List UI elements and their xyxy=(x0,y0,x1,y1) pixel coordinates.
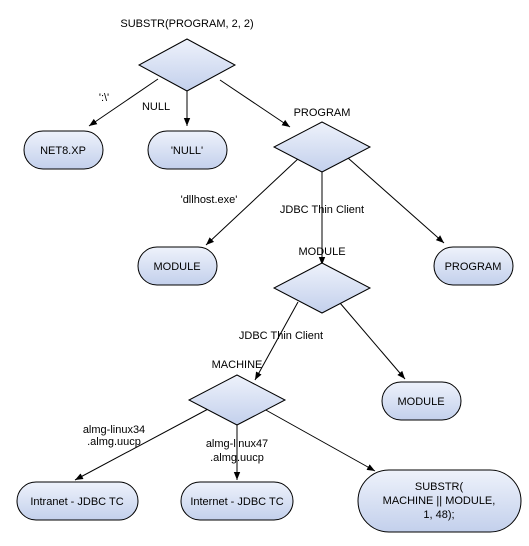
decision-machine xyxy=(187,374,287,426)
result-substr-label-line1: SUBSTR( xyxy=(415,481,464,493)
edge-label-machine-to-internet-line2: .almg.uucp xyxy=(210,452,264,464)
result-substr-label-line2: MACHINE || MODULE, xyxy=(383,495,496,507)
result-module-2 xyxy=(381,381,462,421)
edge-label-machine-to-internet-line1: almg-linux47 xyxy=(206,438,268,450)
decision-program-label: PROGRAM xyxy=(294,107,351,119)
edge-root-to-net8 xyxy=(88,78,159,127)
edges xyxy=(74,78,445,481)
edge-labels: ':\' NULL 'dllhost.exe' JDBC Thin Client… xyxy=(83,92,364,464)
result-internet xyxy=(180,481,294,521)
result-intranet-label: Intranet - JDBC TC xyxy=(30,496,123,508)
result-null xyxy=(147,130,228,170)
decision-root xyxy=(137,38,237,92)
edge-label-root-to-null: NULL xyxy=(142,101,170,113)
edge-machine-to-intranet xyxy=(74,407,211,481)
decision-module-label: MODULE xyxy=(298,246,345,258)
edge-label-root-to-net8: ':\' xyxy=(99,92,109,104)
result-module-2-label: MODULE xyxy=(397,396,444,408)
result-substr-label-line3: 1, 48); xyxy=(423,509,454,521)
edge-label-machine-to-intranet-line1: almg-linux34 xyxy=(83,424,145,436)
result-null-label: 'NULL' xyxy=(171,145,203,157)
result-net8 xyxy=(23,130,104,170)
decision-machine-label: MACHINE xyxy=(212,359,263,371)
decision-root-label: SUBSTR(PROGRAM, 2, 2) xyxy=(120,18,253,30)
edge-machine-to-substr xyxy=(263,408,376,472)
result-labels: NET8.XP 'NULL' MODULE PROGRAM MODULE Int… xyxy=(30,145,501,521)
result-internet-label: Internet - JDBC TC xyxy=(190,496,283,508)
decision-module xyxy=(272,262,372,314)
edge-root-to-program xyxy=(219,79,291,128)
edge-program-to-module xyxy=(205,156,301,246)
result-program xyxy=(433,246,514,286)
result-intranet xyxy=(16,481,139,521)
result-module-1-label: MODULE xyxy=(153,261,200,273)
edge-module-to-machine xyxy=(254,301,299,381)
decision-nodes xyxy=(137,38,372,426)
result-program-label: PROGRAM xyxy=(445,261,502,273)
edge-module-to-module-result xyxy=(339,302,406,380)
edge-label-program-to-module: 'dllhost.exe' xyxy=(181,194,238,206)
result-nodes xyxy=(16,130,522,533)
edge-label-machine-to-intranet-line2: .almg.uucp xyxy=(87,436,141,448)
result-module-1 xyxy=(137,246,218,286)
edge-label-program-to-module-decision: JDBC Thin Client xyxy=(280,204,364,216)
decision-program xyxy=(272,121,372,173)
edge-program-to-program-result xyxy=(347,157,445,244)
result-net8-label: NET8.XP xyxy=(40,145,86,157)
result-substr xyxy=(357,469,522,533)
decision-labels: SUBSTR(PROGRAM, 2, 2) PROGRAM MODULE MAC… xyxy=(120,18,350,371)
edge-label-module-to-machine: JDBC Thin Client xyxy=(239,330,323,342)
